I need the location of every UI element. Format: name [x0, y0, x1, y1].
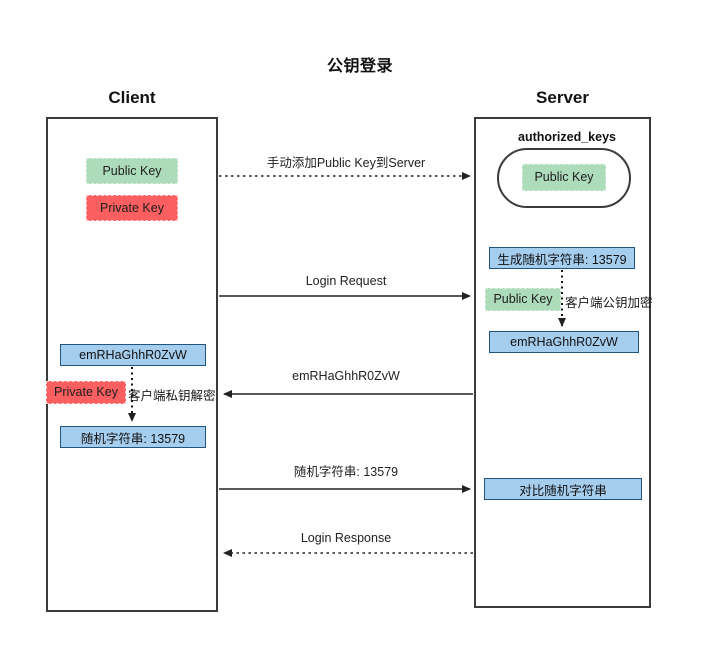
- message-label-login-request: Login Request: [305, 274, 387, 288]
- message-label-random-string: 随机字符串: 13579: [293, 465, 399, 479]
- server-compare-random-box: 对比随机字符串: [484, 478, 642, 500]
- server-lane-header: Server: [536, 88, 589, 107]
- server-encrypt-note: 客户端公钥加密: [565, 296, 653, 310]
- server-encrypted-string-box: emRHaGhhR0ZvW: [489, 331, 639, 353]
- server-stored-public-key-chip: Public Key: [522, 164, 606, 191]
- client-encrypted-string-box: emRHaGhhR0ZvW: [60, 344, 206, 366]
- client-private-key-chip: Private Key: [86, 195, 178, 221]
- client-public-key-chip: Public Key: [86, 158, 178, 184]
- client-private-key-decrypt-chip: Private Key: [46, 381, 126, 404]
- client-decrypt-note: 客户端私钥解密: [128, 389, 216, 403]
- client-lane-header: Client: [108, 88, 156, 107]
- server-public-key-chip: Public Key: [485, 288, 561, 311]
- message-label-encrypted-string: emRHaGhhR0ZvW: [292, 369, 400, 383]
- client-random-string-box: 随机字符串: 13579: [60, 426, 206, 448]
- page-title: 公钥登录: [326, 58, 393, 75]
- message-label-add-public-key: 手动添加Public Key到Server: [266, 156, 426, 170]
- authorized-keys-label: authorized_keys: [505, 130, 629, 144]
- server-generate-random-box: 生成随机字符串: 13579: [489, 247, 635, 269]
- message-label-login-response: Login Response: [300, 531, 392, 545]
